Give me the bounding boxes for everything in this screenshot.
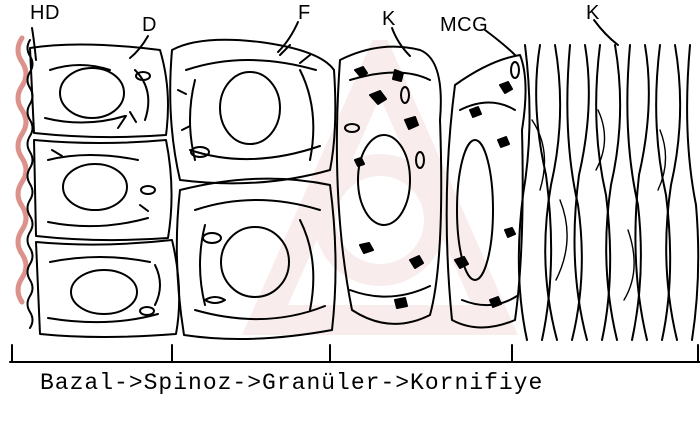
granular-cell-2 — [447, 55, 526, 328]
mcg-pointer — [485, 30, 515, 55]
label-f: F — [298, 2, 311, 25]
label-k-right: K — [586, 2, 600, 25]
layer-scale-bar — [10, 345, 700, 362]
cornified-layer — [519, 45, 698, 340]
basal-cell-1 — [30, 44, 168, 137]
k-top-pointer — [392, 28, 410, 56]
label-hd: HD — [30, 2, 60, 25]
spinous-cell-1 — [170, 40, 335, 184]
basal-cell-2 — [34, 140, 172, 240]
label-d: D — [142, 14, 157, 37]
basal-cell-3 — [36, 240, 179, 337]
label-mcg: MCG — [440, 14, 488, 37]
spinous-cell-2 — [177, 179, 336, 339]
granular-cell-1 — [337, 47, 441, 324]
label-k-top: K — [382, 8, 396, 31]
layer-stage-caption: Bazal->Spinoz->Granüler->Kornifiye — [40, 370, 543, 396]
hd-pointer — [32, 28, 36, 60]
basement-membrane — [18, 38, 26, 302]
